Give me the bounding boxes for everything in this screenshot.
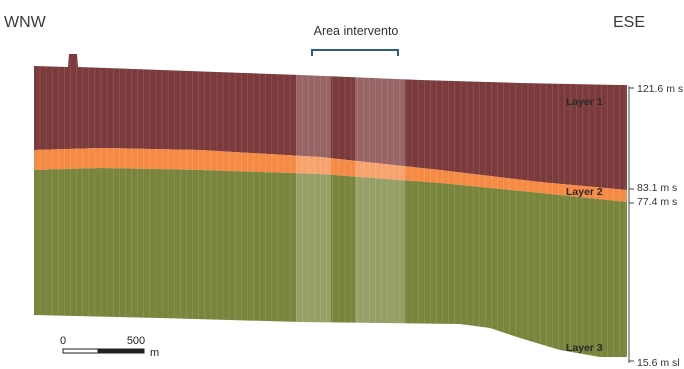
layer-2-label: Layer 2: [566, 186, 603, 198]
layer-2-band: [34, 148, 627, 202]
column-separators: [39, 60, 626, 357]
west-direction-label: WNW: [4, 14, 47, 31]
layer-3-label: Layer 3: [566, 342, 603, 354]
elevation-label-layer2-top: 83.1 m s: [637, 182, 677, 194]
highlight-column-right: [355, 72, 405, 328]
scale-bar-end-label: 500: [127, 335, 145, 347]
area-intervento-label: Area intervento: [314, 24, 399, 38]
scale-bar-unit-label: m: [150, 347, 159, 359]
scale-bar-start-label: 0: [60, 335, 66, 347]
east-direction-label: ESE: [613, 14, 645, 31]
elevation-axis: [628, 86, 634, 363]
elevation-label-top: 121.6 m s: [637, 83, 683, 95]
elevation-label-layer2-bottom: 77.4 m s: [637, 196, 677, 208]
elevation-label-bottom: 15.6 m sl: [637, 357, 680, 369]
highlight-column-left: [296, 70, 331, 328]
scale-bar: 0 500 m: [60, 335, 159, 359]
section-body: [34, 54, 627, 357]
layer-1-band: [34, 54, 627, 190]
layer-3-band: [34, 168, 627, 357]
layer-1-label: Layer 1: [566, 96, 603, 108]
scale-bar-white-segment: [62, 348, 99, 354]
intervention-highlight: [296, 70, 405, 328]
area-bracket: [311, 49, 399, 56]
scale-bar-black-segment: [97, 348, 145, 354]
